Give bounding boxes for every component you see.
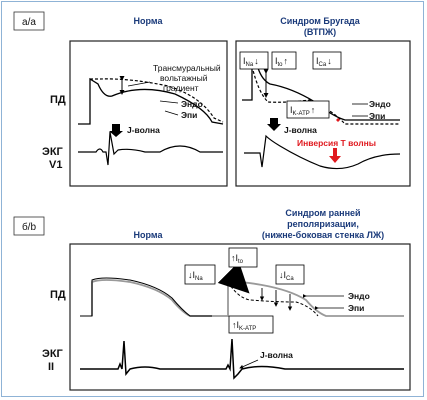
b-ikatp-box xyxy=(228,315,274,334)
panel-a-brugada-box xyxy=(235,40,411,187)
brugada-j-wave-arrow xyxy=(267,118,281,131)
b-ina-box xyxy=(184,264,216,285)
panel-b-ecg-lead: II xyxy=(48,361,54,373)
norm-epi-label: Эпи xyxy=(181,110,197,120)
norm-gradient-label-3: градиент xyxy=(163,83,199,93)
norm-gradient-label-2: вольтажный xyxy=(160,73,208,83)
brugada-ica-box xyxy=(312,51,342,70)
panel-b-tag-box xyxy=(13,216,45,236)
panel-b-tag: б/b xyxy=(22,221,37,233)
norm-endo-label: Эндо xyxy=(181,99,203,109)
norm-epi-ap-curve xyxy=(78,77,224,125)
brugada-ina-box xyxy=(239,51,269,70)
b-j-wave-label: J-волна xyxy=(260,350,293,360)
panel-b-er-title-1: Синдром ранней xyxy=(285,208,360,218)
norm-gradient-label-1: Трансмуральный xyxy=(153,63,221,73)
b-ina-label: ↓INa xyxy=(188,270,203,282)
panel-b: б/b Норма Синдром ранней реполяризации, … xyxy=(13,208,411,391)
norm-ecg-trace xyxy=(78,131,223,166)
brugada-ica-label: ICa↓ xyxy=(316,56,332,68)
brugada-j-wave-label: J-волна xyxy=(284,125,317,135)
norm-j-wave-arrow xyxy=(109,124,123,137)
panel-a-brugada-title-1: Синдром Бругада xyxy=(280,16,361,26)
norm-endo-ap-curve xyxy=(90,78,224,123)
panel-a-norm-box xyxy=(69,40,228,187)
panel-b-norm-title: Норма xyxy=(134,230,164,240)
brugada-ikatp-label: IK-ATP↑ xyxy=(290,105,315,117)
panel-a-ecg-label: ЭКГ xyxy=(42,146,64,158)
norm-epi-leader xyxy=(164,110,179,116)
b-norm-endo-ap-curve xyxy=(91,279,212,317)
t-inversion-arrow xyxy=(329,148,341,163)
b-ecg-trace xyxy=(80,338,404,380)
panel-b-pd-label: ПД xyxy=(50,289,66,301)
b-epi-label: Эпи xyxy=(348,303,364,313)
b-er-epi-ap-curve xyxy=(227,281,319,317)
b-ito-label: ↑Ito xyxy=(231,253,244,265)
b-norm-epi-ap-curve xyxy=(80,277,212,317)
brugada-ecg-trace xyxy=(244,134,401,170)
panel-b-er-title-3: (нижне-боковая стенка ЛЖ) xyxy=(262,230,384,240)
panel-a-ecg-lead: V1 xyxy=(49,159,62,171)
panel-a-tag-box xyxy=(13,11,45,31)
brugada-endo-ap-curve xyxy=(242,65,400,121)
brugada-ito-label: Ito↑ xyxy=(275,56,288,68)
brugada-ito-box xyxy=(271,51,297,70)
panel-a-norm-title: Норма xyxy=(134,16,164,26)
panel-a-brugada-title-2: (ВТПЖ) xyxy=(304,27,336,37)
panel-b-ecg-label: ЭКГ xyxy=(42,348,64,360)
norm-gradient-leader xyxy=(127,81,151,87)
panel-a-tag: a/a xyxy=(22,17,36,28)
b-ica-box xyxy=(275,264,305,285)
b-endo-label: Эндо xyxy=(348,291,370,301)
b-j-wave-arrow xyxy=(239,359,259,369)
brugada-ina-label: INa↓ xyxy=(243,56,259,68)
norm-endo-leader xyxy=(159,100,179,104)
b-ito-box xyxy=(228,247,258,268)
norm-j-wave-label: J-волна xyxy=(127,125,160,135)
b-ica-label: ↓ICa xyxy=(279,270,294,282)
b-ito-big-arrow xyxy=(217,261,250,294)
panel-a-pd-label: ПД xyxy=(50,94,66,106)
brugada-endo-label: Эндо xyxy=(369,99,391,109)
t-inversion-label: Инверсия Т волны xyxy=(297,138,376,148)
panel-a: a/a Норма Синдром Бругада (ВТПЖ) ПД ЭКГ … xyxy=(13,11,411,187)
panel-b-er-title-2: реполяризации, xyxy=(287,219,359,229)
brugada-epi-label: Эпи xyxy=(369,111,385,121)
b-ikatp-label: ↑IK-ATP xyxy=(232,320,256,332)
brugada-ikatp-box xyxy=(286,100,330,119)
panel-b-box xyxy=(69,243,411,391)
